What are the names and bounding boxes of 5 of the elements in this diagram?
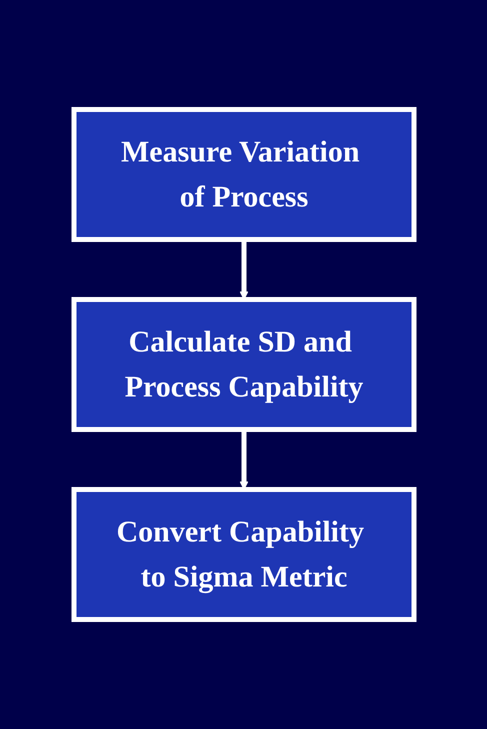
node-box: Convert Capability to Sigma Metric <box>71 487 416 622</box>
node-box: Calculate SD and Process Capability <box>71 297 416 432</box>
node-box: Measure Variation of Process <box>71 107 416 242</box>
arrow <box>239 240 248 300</box>
arrow <box>239 430 248 490</box>
